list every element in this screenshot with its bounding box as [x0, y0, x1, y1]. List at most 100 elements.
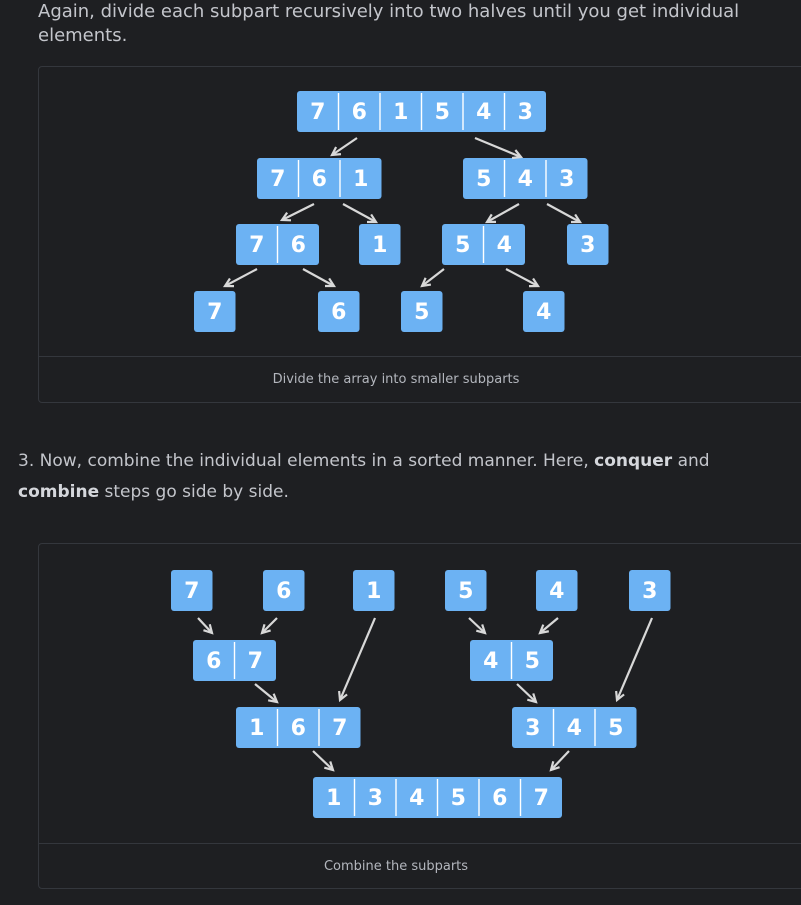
step-text-part: steps go side by side. — [99, 482, 289, 502]
array-cell-value: 4 — [497, 233, 512, 258]
arrow-icon — [420, 268, 445, 288]
arrow-icon — [302, 268, 337, 288]
array-5: 5 — [401, 291, 443, 332]
array-cell-value: 7 — [270, 167, 285, 192]
array-cell-value: 7 — [248, 649, 263, 674]
array-cell-value: 5 — [525, 649, 540, 674]
array-cell-value: 7 — [249, 233, 264, 258]
arrow-icon — [342, 203, 379, 224]
divide-caption: Divide the array into smaller subparts — [272, 372, 520, 387]
array-cell-value: 1 — [353, 167, 368, 192]
array-cell-value: 1 — [326, 786, 341, 811]
step-bold-conquer: conquer — [594, 451, 673, 471]
array-box — [463, 158, 588, 199]
array-box — [194, 291, 236, 332]
array-cell-value: 5 — [458, 579, 473, 604]
array-345: 3 4 5 — [512, 707, 637, 748]
arrow-icon — [468, 617, 487, 635]
array-cell-value: 5 — [608, 716, 623, 741]
array-cell-value: 1 — [366, 579, 381, 604]
array-box — [567, 224, 609, 265]
step-bold-combine: combine — [18, 482, 100, 502]
array-1: 1 — [359, 224, 401, 265]
array-7: 7 — [194, 291, 236, 332]
step-text-part: and — [672, 451, 710, 471]
arrow-icon — [254, 683, 279, 704]
divide-caption-area: Divide the array into smaller subparts — [39, 356, 801, 402]
array-box — [536, 570, 578, 611]
array-box — [353, 570, 395, 611]
array-7: 7 — [171, 570, 213, 611]
array-box — [401, 291, 443, 332]
array-cell-value: 7 — [184, 579, 199, 604]
step-3-text: 3. Now, combine the individual elements … — [18, 446, 788, 508]
array-box — [445, 570, 487, 611]
array-1: 1 — [353, 570, 395, 611]
array-cell-value: 3 — [642, 579, 657, 604]
array-cell-value: 4 — [567, 716, 582, 741]
intro-text: Again, divide each subpart recursively i… — [38, 1, 740, 46]
array-cell-value: 4 — [483, 649, 498, 674]
array-cell-value: 6 — [291, 233, 306, 258]
array-4: 4 — [523, 291, 565, 332]
array-box — [171, 570, 213, 611]
array-3: 3 — [567, 224, 609, 265]
array-cell-value: 6 — [276, 579, 291, 604]
array-cell-value: 5 — [414, 300, 429, 325]
arrow-icon — [338, 617, 377, 703]
array-cell-value: 4 — [476, 100, 491, 125]
arrow-icon — [615, 617, 654, 703]
array-box — [512, 707, 637, 748]
array-box — [236, 707, 361, 748]
array-cell-value: 6 — [492, 786, 507, 811]
array-4: 4 — [536, 570, 578, 611]
array-543: 5 4 3 — [463, 158, 588, 199]
array-167: 1 6 7 — [236, 707, 361, 748]
array-cell-value: 5 — [476, 167, 491, 192]
array-cell-value: 3 — [559, 167, 574, 192]
array-box — [257, 158, 382, 199]
array-box — [359, 224, 401, 265]
array-6: 6 — [263, 570, 305, 611]
arrow-icon — [549, 750, 570, 772]
arrow-icon — [546, 203, 583, 224]
array-box — [523, 291, 565, 332]
arrow-icon — [485, 203, 520, 224]
array-cell-value: 3 — [368, 786, 383, 811]
array-cell-value: 7 — [534, 786, 549, 811]
array-cell-value: 6 — [312, 167, 327, 192]
arrow-icon — [279, 203, 315, 222]
array-5: 5 — [445, 570, 487, 611]
array-3: 3 — [629, 570, 671, 611]
array-cell-value: 1 — [249, 716, 264, 741]
arrow-icon — [474, 136, 524, 160]
arrow-icon — [505, 268, 541, 288]
array-cell-value: 5 — [455, 233, 470, 258]
array-box — [318, 291, 360, 332]
array-cell-value: 7 — [310, 100, 325, 125]
combine-caption-area: Combine the subparts — [39, 843, 801, 888]
array-cell-value: 5 — [451, 786, 466, 811]
array-box — [629, 570, 671, 611]
arrow-icon — [330, 137, 358, 157]
step-number: 3. — [18, 451, 35, 471]
arrow-icon — [197, 617, 214, 635]
array-box — [263, 570, 305, 611]
array-6: 6 — [318, 291, 360, 332]
array-cell-value: 3 — [525, 716, 540, 741]
arrow-icon — [538, 617, 559, 635]
array-cell-value: 7 — [332, 716, 347, 741]
array-cell-value: 1 — [393, 100, 408, 125]
arrow-icon — [222, 268, 258, 288]
step-text-part: Now, combine the individual elements in … — [39, 451, 595, 471]
array-cell-value: 6 — [291, 716, 306, 741]
array-cell-value: 4 — [518, 167, 533, 192]
